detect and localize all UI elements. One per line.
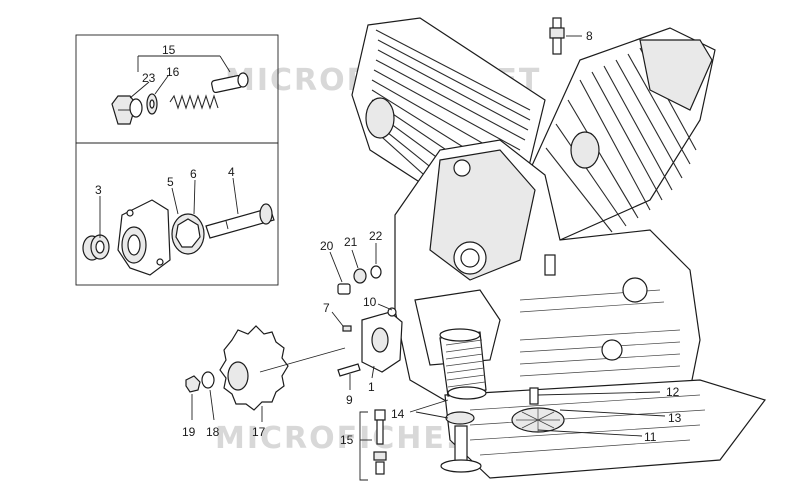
callout-8: 8 [586, 29, 593, 43]
washer-22 [370, 243, 382, 279]
washer-18 [201, 371, 215, 421]
callout-19: 19 [182, 425, 196, 439]
callout-1: 1 [368, 380, 375, 394]
oil-pump-gear [171, 213, 205, 255]
callout-14: 14 [391, 407, 405, 421]
oil-pump-body [117, 199, 171, 276]
engine-block [351, 17, 766, 479]
callout-21: 21 [344, 235, 358, 249]
callout-3: 3 [95, 183, 102, 197]
callout-11: 11 [644, 430, 657, 444]
relief-valve-assembly [111, 55, 249, 125]
oil-pump-shaft [205, 203, 275, 239]
sump-strainer [511, 407, 643, 437]
oil-pump-assembly [82, 177, 275, 276]
screw-12 [529, 387, 661, 405]
bolt-stack-15 [359, 409, 387, 481]
callout-23: 23 [142, 71, 156, 85]
right-cylinder [519, 27, 716, 241]
callout-7: 7 [323, 301, 330, 315]
drive-sprocket [219, 325, 346, 422]
oil-pressure-sensor [549, 17, 582, 55]
callout-18: 18 [206, 425, 220, 439]
washer-21 [351, 249, 367, 284]
callout-4: 4 [228, 165, 235, 179]
callout-20: 20 [320, 239, 334, 253]
callout-22: 22 [369, 229, 383, 243]
callout-16: 16 [166, 65, 180, 79]
callout-10: 10 [363, 295, 377, 309]
oil-filter [409, 328, 487, 413]
bolt-9 [337, 363, 361, 390]
relief-valve-plunger [211, 72, 249, 94]
callout-9: 9 [346, 393, 353, 407]
callout-5: 5 [167, 175, 174, 189]
nut-19 [185, 375, 201, 420]
oil-pump-seal [82, 234, 110, 261]
callout-13: 13 [668, 411, 682, 425]
callout-6: 6 [190, 167, 197, 181]
relief-valve-spring [169, 94, 219, 110]
callout-17: 17 [252, 425, 266, 439]
callout-15-bottom: 15 [340, 433, 354, 447]
oil-sump [444, 379, 766, 479]
pump-housing-10 [361, 303, 403, 373]
screw-20 [329, 251, 351, 295]
callout-12: 12 [666, 385, 680, 399]
filter-cover [440, 425, 482, 473]
inset-box-bottom [75, 142, 279, 286]
relief-valve-cap [111, 95, 143, 125]
callout-15-top: 15 [162, 43, 176, 57]
pin-7 [331, 311, 352, 332]
gasket-13 [559, 409, 666, 417]
filter-seal [415, 411, 475, 425]
